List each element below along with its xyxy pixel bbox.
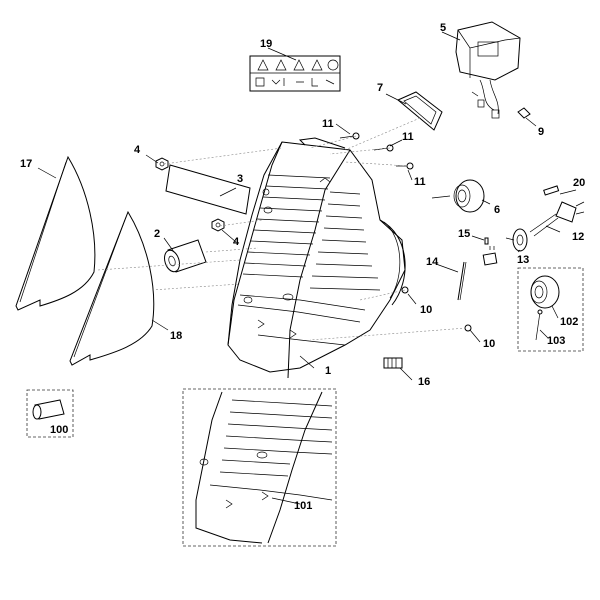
callout-part-4-bottom: 4 bbox=[233, 236, 240, 248]
cover-plate-3 bbox=[165, 164, 251, 215]
plug-20 bbox=[543, 185, 560, 196]
housing-1 bbox=[227, 137, 406, 379]
callout-part-7: 7 bbox=[377, 82, 384, 94]
callout-part-1: 1 bbox=[325, 365, 332, 377]
power-cable-12 bbox=[529, 201, 585, 237]
callout-part-10-upper: 10 bbox=[420, 304, 433, 316]
nut-4-bottom bbox=[211, 218, 225, 232]
callout-part-100: 100 bbox=[50, 424, 69, 436]
callout-part-101: 101 bbox=[294, 500, 313, 512]
callout-part-19: 19 bbox=[260, 38, 273, 50]
reference-lines bbox=[97, 117, 467, 341]
callout-part-11-c: 11 bbox=[414, 176, 426, 188]
clip-16 bbox=[383, 357, 403, 369]
side-panel-17 bbox=[15, 155, 96, 311]
cable-gland-6 bbox=[431, 179, 485, 213]
callout-part-13: 13 bbox=[517, 254, 530, 266]
cable-tie-14 bbox=[457, 246, 498, 301]
capacitor-2 bbox=[164, 239, 207, 273]
callout-part-12: 12 bbox=[572, 231, 585, 243]
callout-part-15: 15 bbox=[458, 228, 471, 240]
screws-10 bbox=[401, 286, 472, 332]
connector-9 bbox=[517, 107, 531, 119]
callout-part-9: 9 bbox=[538, 126, 545, 138]
callout-part-14: 14 bbox=[426, 256, 439, 268]
gland-kit-102-103-box bbox=[517, 267, 584, 352]
callout-part-102: 102 bbox=[560, 316, 579, 328]
callout-part-3: 3 bbox=[237, 173, 244, 185]
callout-part-17: 17 bbox=[20, 158, 33, 170]
capacitor-kit-100-box bbox=[26, 389, 74, 438]
callout-part-2: 2 bbox=[154, 228, 161, 240]
cable-grommet-13 bbox=[505, 228, 528, 252]
nut-4-top bbox=[155, 157, 169, 171]
callout-part-4-top: 4 bbox=[134, 144, 141, 156]
warning-label-19 bbox=[249, 55, 341, 92]
leader-lines bbox=[37, 31, 577, 505]
callout-part-20: 20 bbox=[573, 177, 586, 189]
callout-part-5: 5 bbox=[440, 22, 447, 34]
callout-part-11-a: 11 bbox=[322, 118, 334, 130]
switch-box-5 bbox=[455, 21, 521, 119]
callout-part-10-lower: 10 bbox=[483, 338, 496, 350]
pin-15 bbox=[484, 237, 489, 245]
callout-part-6: 6 bbox=[494, 204, 501, 216]
callout-part-16: 16 bbox=[418, 376, 431, 388]
callout-part-11-b: 11 bbox=[402, 131, 414, 143]
gasket-7 bbox=[397, 91, 443, 131]
housing-kit-101-box bbox=[182, 388, 337, 547]
side-panel-18 bbox=[69, 210, 155, 366]
callout-part-103: 103 bbox=[547, 335, 566, 347]
callout-part-18: 18 bbox=[170, 330, 183, 342]
